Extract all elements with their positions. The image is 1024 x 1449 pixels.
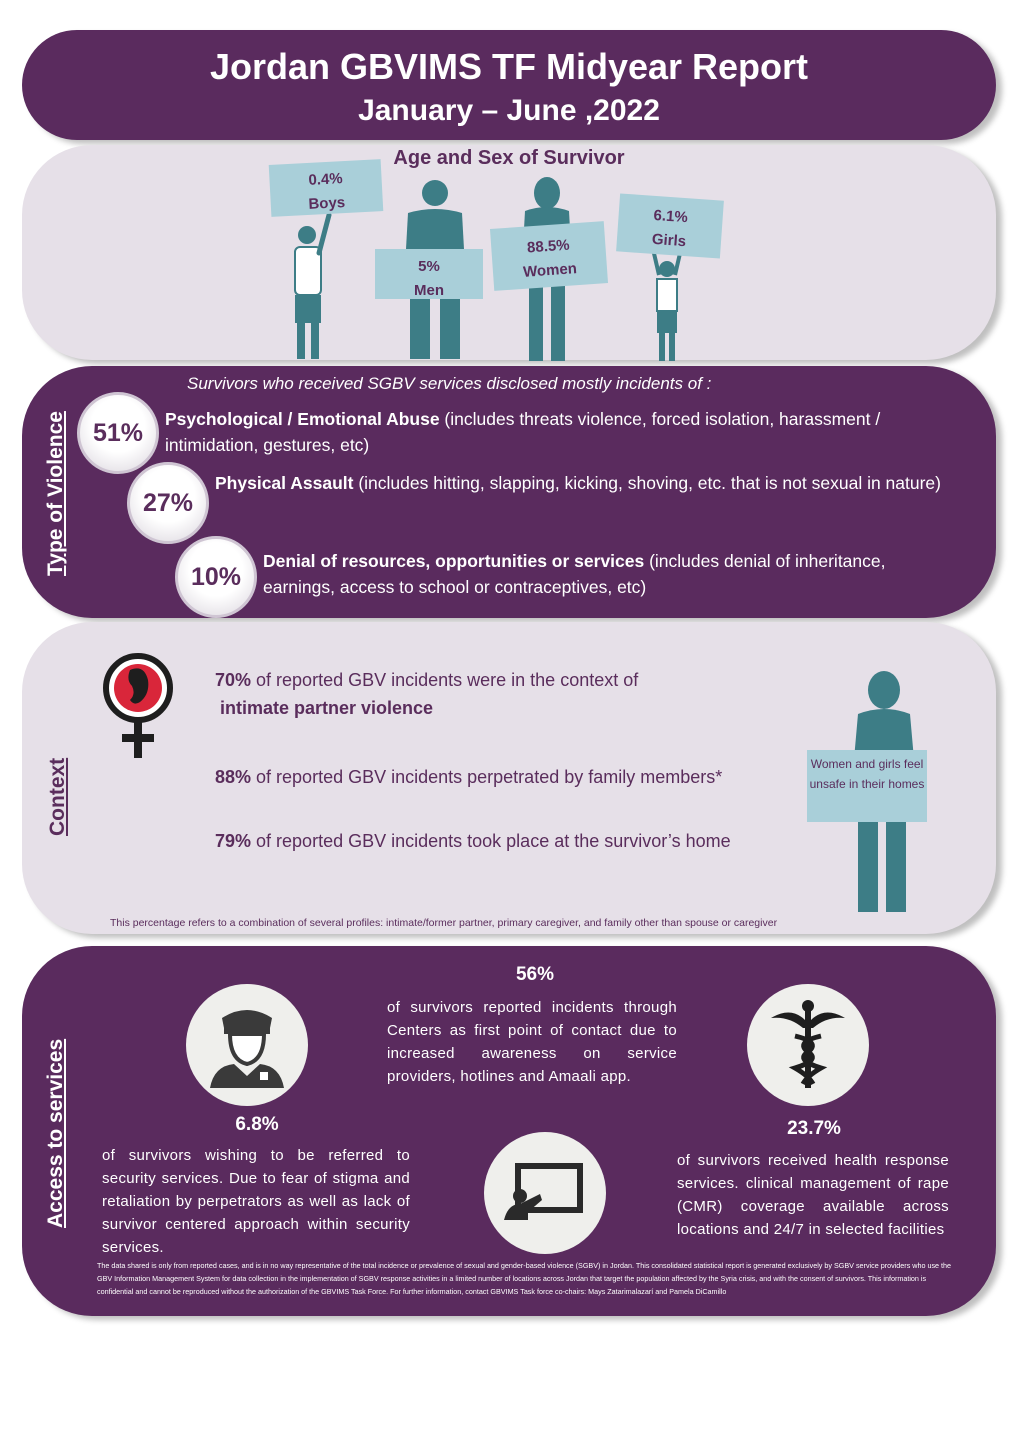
context-ipv-bold: intimate partner violence (220, 698, 434, 718)
context-ipv: 70% of reported GBV incidents were in th… (215, 670, 638, 691)
center-text: of survivors reported incidents through … (387, 999, 677, 1085)
physical-desc: (includes hitting, slapping, kicking, sh… (353, 473, 941, 493)
girl-figure-icon (651, 248, 683, 361)
context-family: 88% of reported GBV incidents perpetrate… (215, 767, 722, 788)
sign-women: 88.5% Women (489, 221, 609, 291)
psychological-desc: (includes threats violence, forced isola… (165, 409, 881, 455)
boys-label: Boys (308, 194, 346, 213)
denial-title: Denial of resources, opportunities or se… (263, 551, 645, 571)
report-period: January – June ,2022 (358, 94, 660, 127)
men-pct: 5% (418, 258, 440, 275)
type-of-violence-panel: Type of Violence Survivors who received … (22, 366, 996, 618)
sign-girls: 6.1% Girls (616, 193, 724, 259)
age-sex-title: Age and Sex of Survivor (393, 147, 625, 169)
venus-icon (103, 653, 173, 758)
left-pct: 6.8% (235, 1114, 279, 1135)
violence-item-psychological: Psychological / Emotional Abuse (include… (165, 406, 955, 458)
report-title: Jordan GBVIMS TF Midyear Report (209, 46, 809, 87)
pct-circle-physical: 27% (127, 462, 209, 544)
violence-intro: Survivors who received SGBV services dis… (187, 374, 712, 393)
access-services-panel: Access to services 56% of survivors repo… (22, 946, 996, 1316)
home-text: of reported GBV incidents took place at … (251, 831, 731, 851)
access-services-label: Access to services (44, 1038, 67, 1228)
unsafe-homes-sign: Women and girls feel unsafe in their hom… (807, 750, 927, 822)
police-disc (186, 984, 308, 1106)
context-home: 79% of reported GBV incidents took place… (215, 831, 731, 852)
police-officer-icon (210, 1010, 284, 1088)
data-disclaimer: The data shared is only from reported ca… (97, 1261, 952, 1296)
home-pct: 79% (215, 831, 252, 851)
sign-boys: 0.4% Boys (268, 159, 384, 217)
age-sex-panel: Age and Sex of Survivor 0.4% Boys 5% Men… (22, 145, 996, 361)
pct-circle-psychological: 51% (77, 392, 159, 474)
presentation-icon (504, 1163, 583, 1220)
left-text: of survivors wishing to be referred to s… (102, 1147, 410, 1256)
right-text: of survivors received health response se… (677, 1152, 949, 1238)
type-of-violence-label: Type of Violence (44, 411, 67, 576)
center-pct: 56% (515, 964, 555, 985)
denial-desc: (includes denial of inheritance, earning… (263, 551, 886, 597)
health-disc (747, 984, 869, 1106)
boy-figure-icon (294, 212, 332, 359)
right-pct: 23.7% (787, 1118, 841, 1139)
ipv-text: of reported GBV incidents were in the co… (251, 670, 639, 690)
header-banner: Jordan GBVIMS TF Midyear Report January … (22, 30, 996, 140)
context-panel: Context 70% of reported GBV incidents we… (22, 622, 996, 934)
pct-circle-denial: 10% (175, 536, 257, 618)
family-pct: 88% (215, 767, 252, 787)
men-label: Men (414, 282, 444, 299)
psychological-title: Psychological / Emotional Abuse (165, 409, 440, 429)
family-text: of reported GBV incidents perpetrated by… (251, 767, 723, 787)
context-footnote: This percentage refers to a combination … (110, 917, 778, 929)
violence-item-denial: Denial of resources, opportunities or se… (263, 548, 953, 600)
ipv-pct: 70% (215, 670, 252, 690)
presentation-disc (484, 1132, 606, 1254)
physical-title: Physical Assault (215, 473, 354, 493)
context-label: Context (46, 757, 69, 836)
sign-men: 5% Men (375, 249, 483, 299)
violence-item-physical: Physical Assault (includes hitting, slap… (215, 470, 945, 496)
caduceus-icon (771, 1000, 845, 1088)
